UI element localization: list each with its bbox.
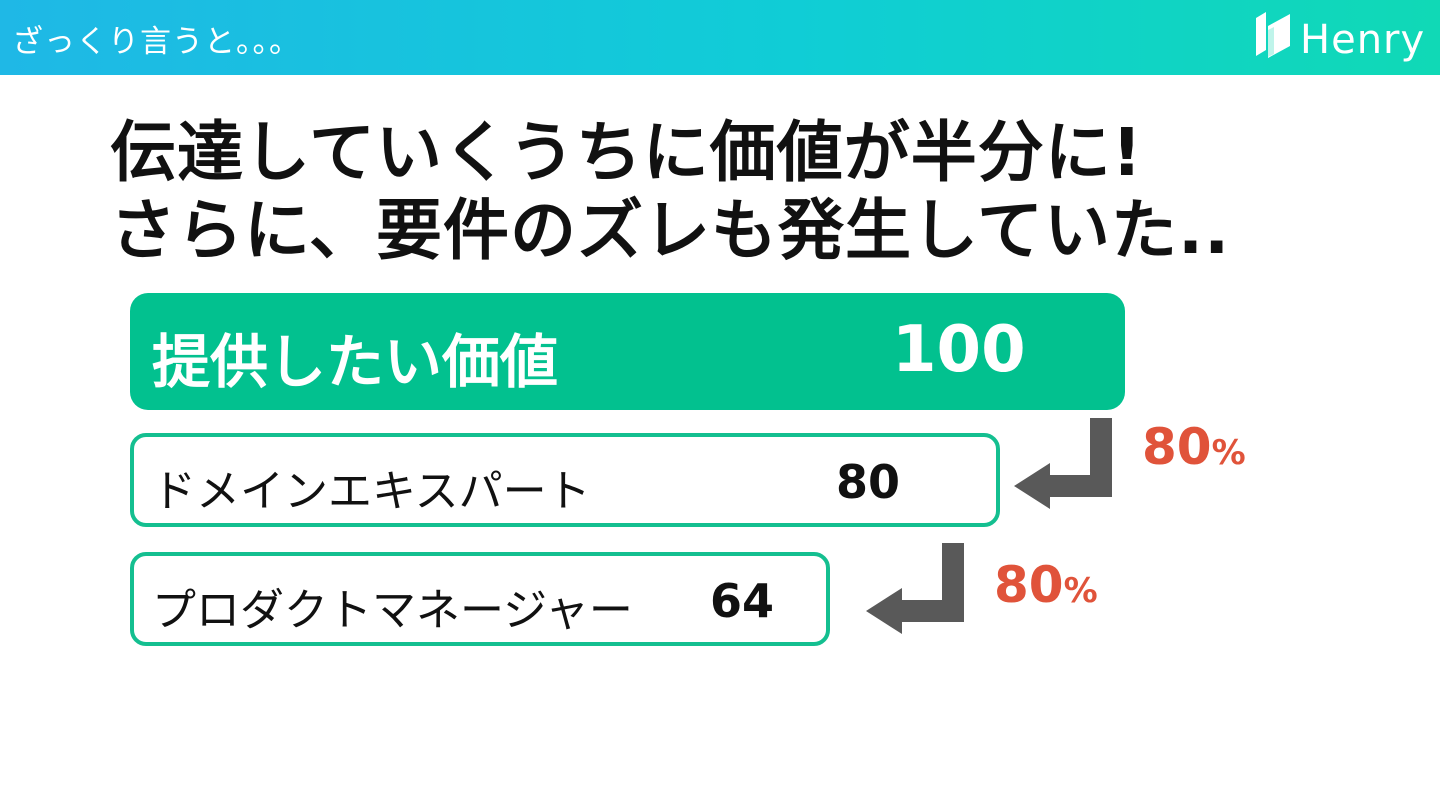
product-manager-label: プロダクトマネージャー: [152, 585, 633, 636]
header-title: ざっくり言うと。。。: [12, 24, 301, 60]
intended-value-number: 100: [892, 313, 1026, 387]
ratio-symbol-1: %: [1211, 433, 1246, 473]
return-arrow-icon: [866, 543, 964, 634]
ratio-label-1: 80%: [1142, 418, 1246, 476]
intended-value-label: 提供したい価値: [152, 328, 559, 396]
product-manager-box: プロダクトマネージャー 64: [130, 552, 830, 646]
ratio-number-1: 80: [1142, 418, 1212, 476]
logo-text: Henry: [1300, 17, 1426, 63]
return-arrow-icon: [1014, 418, 1112, 509]
headline-line-1: 伝達していくうちに価値が半分に!: [110, 114, 1143, 191]
product-manager-value: 64: [710, 574, 775, 628]
ratio-symbol-2: %: [1063, 571, 1098, 611]
ratio-label-2: 80%: [994, 556, 1098, 614]
header-bar: ざっくり言うと。。。 Henry: [0, 0, 1440, 75]
domain-expert-value: 80: [836, 455, 901, 509]
headline-line-2: さらに、要件のズレも発生していた..: [110, 192, 1231, 269]
ratio-number-2: 80: [994, 556, 1064, 614]
intended-value-box: 提供したい価値 100: [130, 293, 1125, 410]
domain-expert-label: ドメインエキスパート: [152, 466, 591, 517]
domain-expert-box: ドメインエキスパート 80: [130, 433, 1000, 527]
henry-logo-icon: [1256, 12, 1290, 58]
henry-logo: Henry: [1252, 6, 1432, 68]
